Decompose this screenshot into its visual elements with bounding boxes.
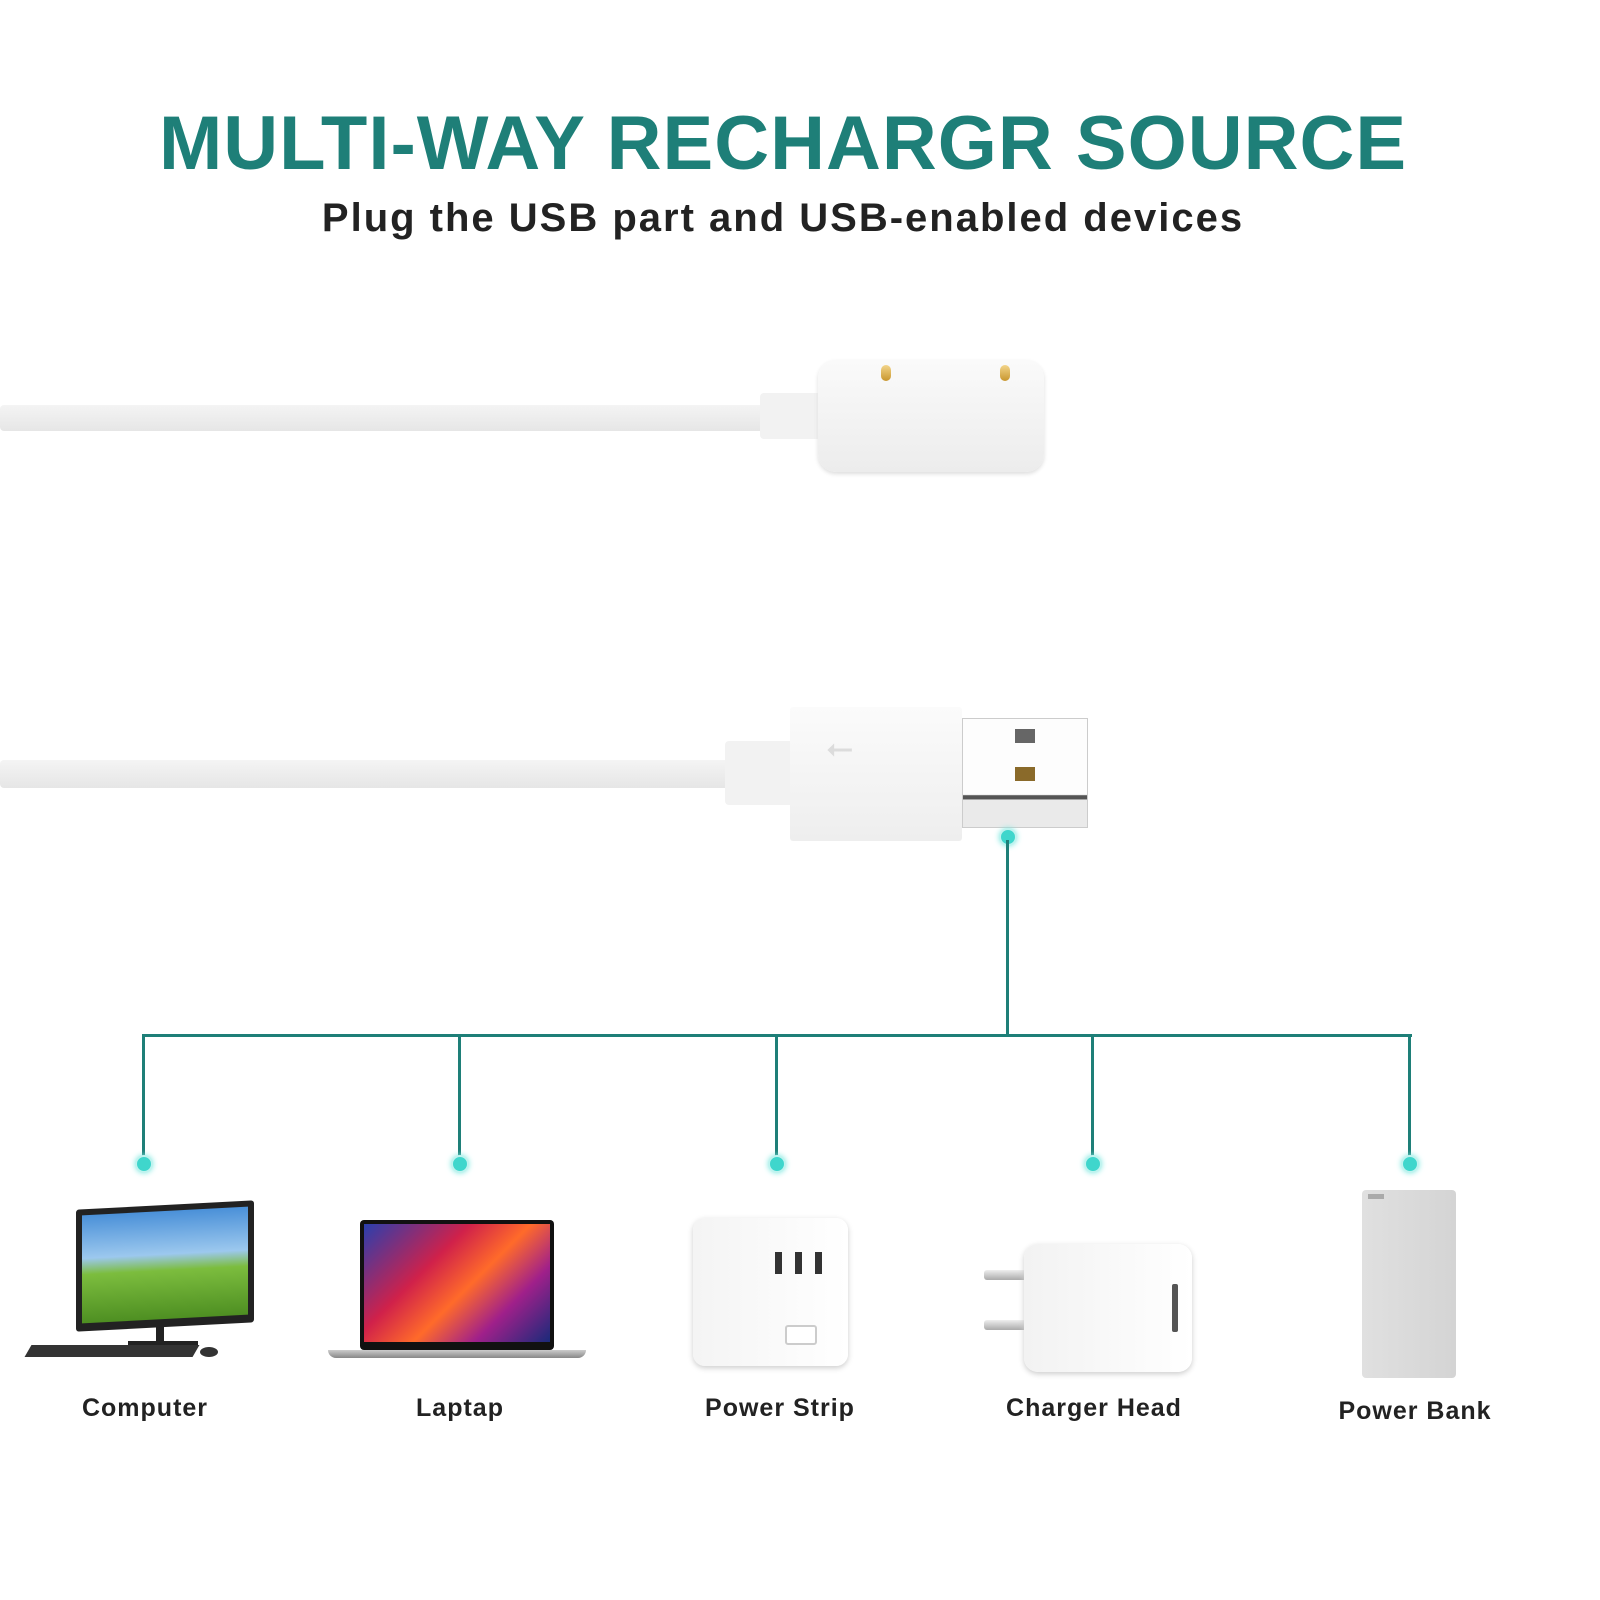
usb-logo-icon: ⭠ [826, 729, 854, 767]
usb-cable: ⭠ [0, 705, 1100, 845]
branch-dot [135, 1155, 153, 1173]
device-label-computer: Computer [81, 1394, 209, 1422]
pogo-pin [881, 365, 891, 381]
branch-line [458, 1034, 461, 1162]
usb-a-connector [962, 718, 1088, 828]
branch-dot [1084, 1155, 1102, 1173]
device-label-power-bank: Power Bank [1338, 1397, 1492, 1425]
device-label-power-strip: Power Strip [705, 1394, 855, 1422]
branch-dot [451, 1155, 469, 1173]
branch-line [142, 1034, 145, 1162]
usb-plug-body: ⭠ [790, 707, 962, 841]
branch-dot [1401, 1155, 1419, 1173]
computer-icon [24, 1200, 258, 1365]
device-label-laptop: Laptap [416, 1394, 504, 1422]
branch-line [1408, 1034, 1411, 1162]
pogo-pin [1000, 365, 1010, 381]
branch-line [775, 1034, 778, 1162]
magnetic-connector [818, 360, 1044, 472]
power-strip-icon [693, 1210, 853, 1370]
page-title: MULTI-WAY RECHARGR SOURCE [158, 101, 1408, 186]
device-label-charger-head: Charger Head [1006, 1394, 1182, 1422]
branch-line [1091, 1034, 1094, 1162]
magnetic-charger-cable [0, 355, 1100, 485]
charger-head-icon [984, 1240, 1196, 1375]
branch-dot [768, 1155, 786, 1173]
power-bank-icon [1362, 1190, 1458, 1380]
laptop-icon [328, 1220, 586, 1360]
connector-line [1006, 840, 1009, 1037]
page-subtitle: Plug the USB part and USB-enabled device… [321, 196, 1245, 240]
